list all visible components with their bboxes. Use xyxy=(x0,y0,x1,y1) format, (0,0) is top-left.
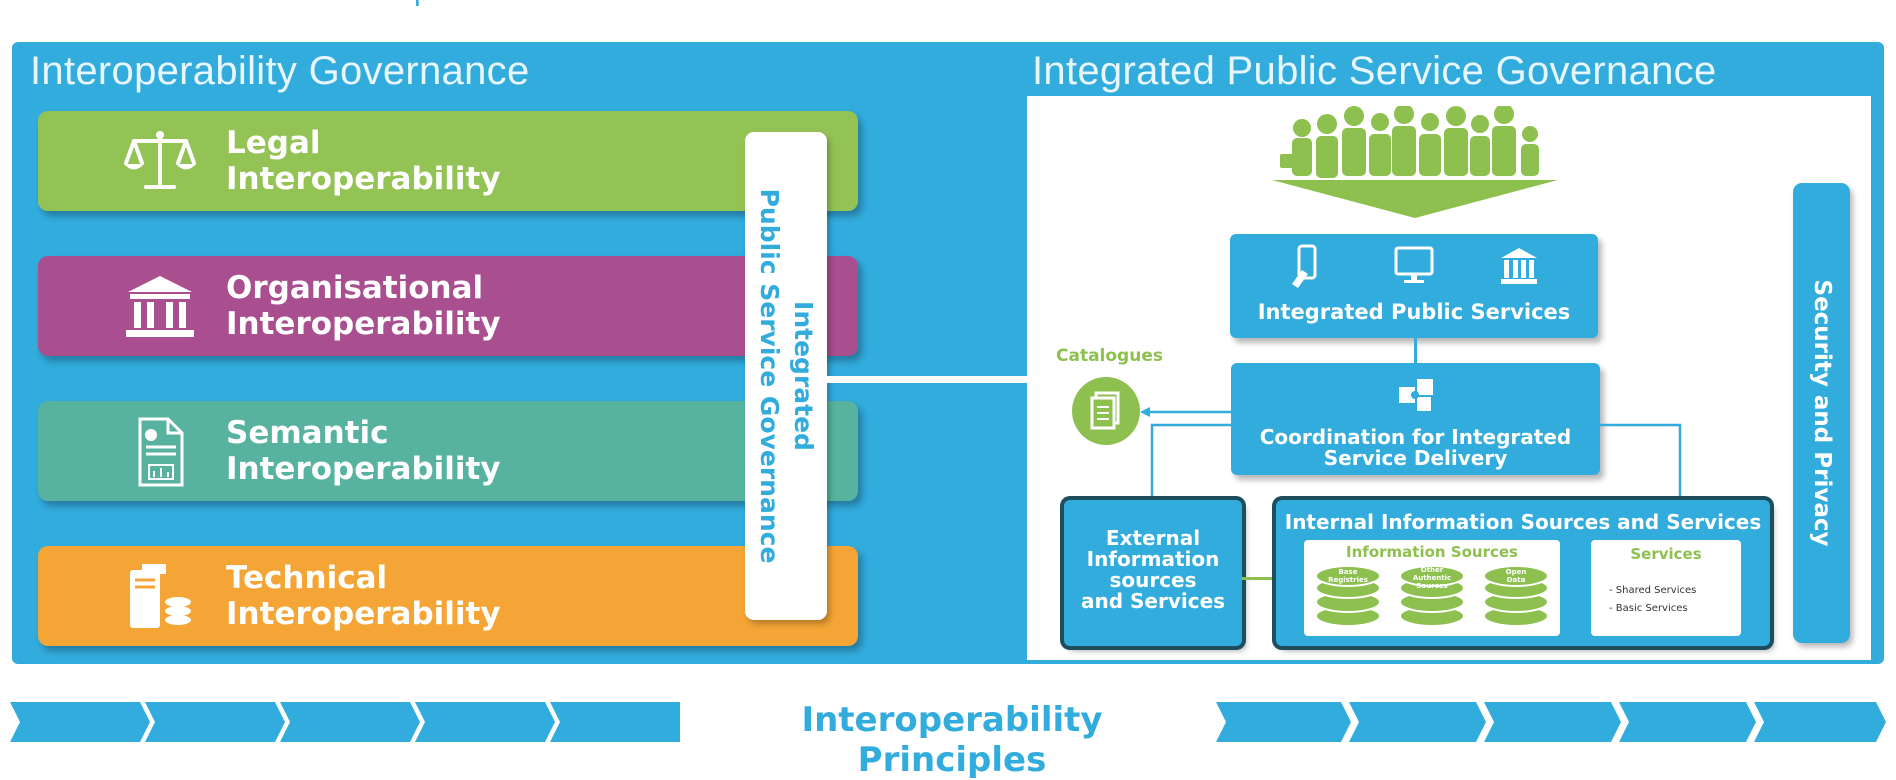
integrated-public-services-label: Integrated Public Services xyxy=(1257,300,1571,324)
scales-icon xyxy=(120,127,200,197)
computer-monitor-icon xyxy=(1392,246,1436,290)
catalogues-icon[interactable] xyxy=(1072,377,1140,445)
citizens-businesses-group-icon xyxy=(1272,104,1558,220)
integrated-public-service-governance-title: Integrated Public Service Governance xyxy=(1032,49,1717,93)
mobile-phone-icon xyxy=(1290,244,1324,292)
interoperability-principles-label: Interoperability Principles xyxy=(801,700,1103,780)
coordination-connectors xyxy=(1140,407,1685,506)
shared-services-item: - Shared Services xyxy=(1609,585,1697,596)
basic-services-item: - Basic Services xyxy=(1609,603,1688,614)
building-icon xyxy=(120,272,200,342)
cropped-heading-fragment: p xyxy=(414,0,431,8)
security-and-privacy-bar[interactable]: Security and Privacy xyxy=(1793,183,1850,643)
services-title: Services xyxy=(1630,545,1702,563)
external-information-sources-box[interactable]: External Information sources and Service… xyxy=(1064,500,1242,646)
integrated-public-service-governance-bar[interactable]: Integrated Public Service Governance xyxy=(745,132,827,620)
principles-chevrons-right xyxy=(1216,702,1886,742)
document-icon xyxy=(120,417,200,487)
internal-to-external-connector xyxy=(1242,577,1276,580)
server-icon xyxy=(120,562,200,632)
services-list: - Shared Services - Basic Services xyxy=(1609,582,1696,618)
puzzle-pieces-icon xyxy=(1395,377,1437,419)
external-label: External Information sources and Service… xyxy=(1080,526,1226,613)
internal-title: Internal Information Sources and Service… xyxy=(1284,510,1762,534)
coordination-label: Coordination for Integrated Service Deli… xyxy=(1259,425,1572,470)
interoperability-governance-title: Interoperability Governance xyxy=(30,49,530,93)
catalogues-label: Catalogues xyxy=(1056,346,1163,366)
services-panel: Services - Shared Services - Basic Servi… xyxy=(1591,540,1741,636)
principles-chevrons-left xyxy=(10,702,680,742)
governance-connector-line xyxy=(827,376,1027,383)
information-sources-title: Information Sources xyxy=(1346,543,1518,561)
integrated-public-services-box[interactable]: Integrated Public Services xyxy=(1230,234,1598,338)
coordination-box[interactable]: Coordination for Integrated Service Deli… xyxy=(1231,363,1600,475)
security-and-privacy-label: Security and Privacy xyxy=(1808,279,1835,547)
integrated-governance-label: Integrated Public Service Governance xyxy=(755,188,818,564)
services-to-coordination-connector xyxy=(1414,338,1417,364)
internal-information-sources-box[interactable]: Internal Information Sources and Service… xyxy=(1276,500,1770,646)
public-building-icon xyxy=(1498,246,1540,290)
